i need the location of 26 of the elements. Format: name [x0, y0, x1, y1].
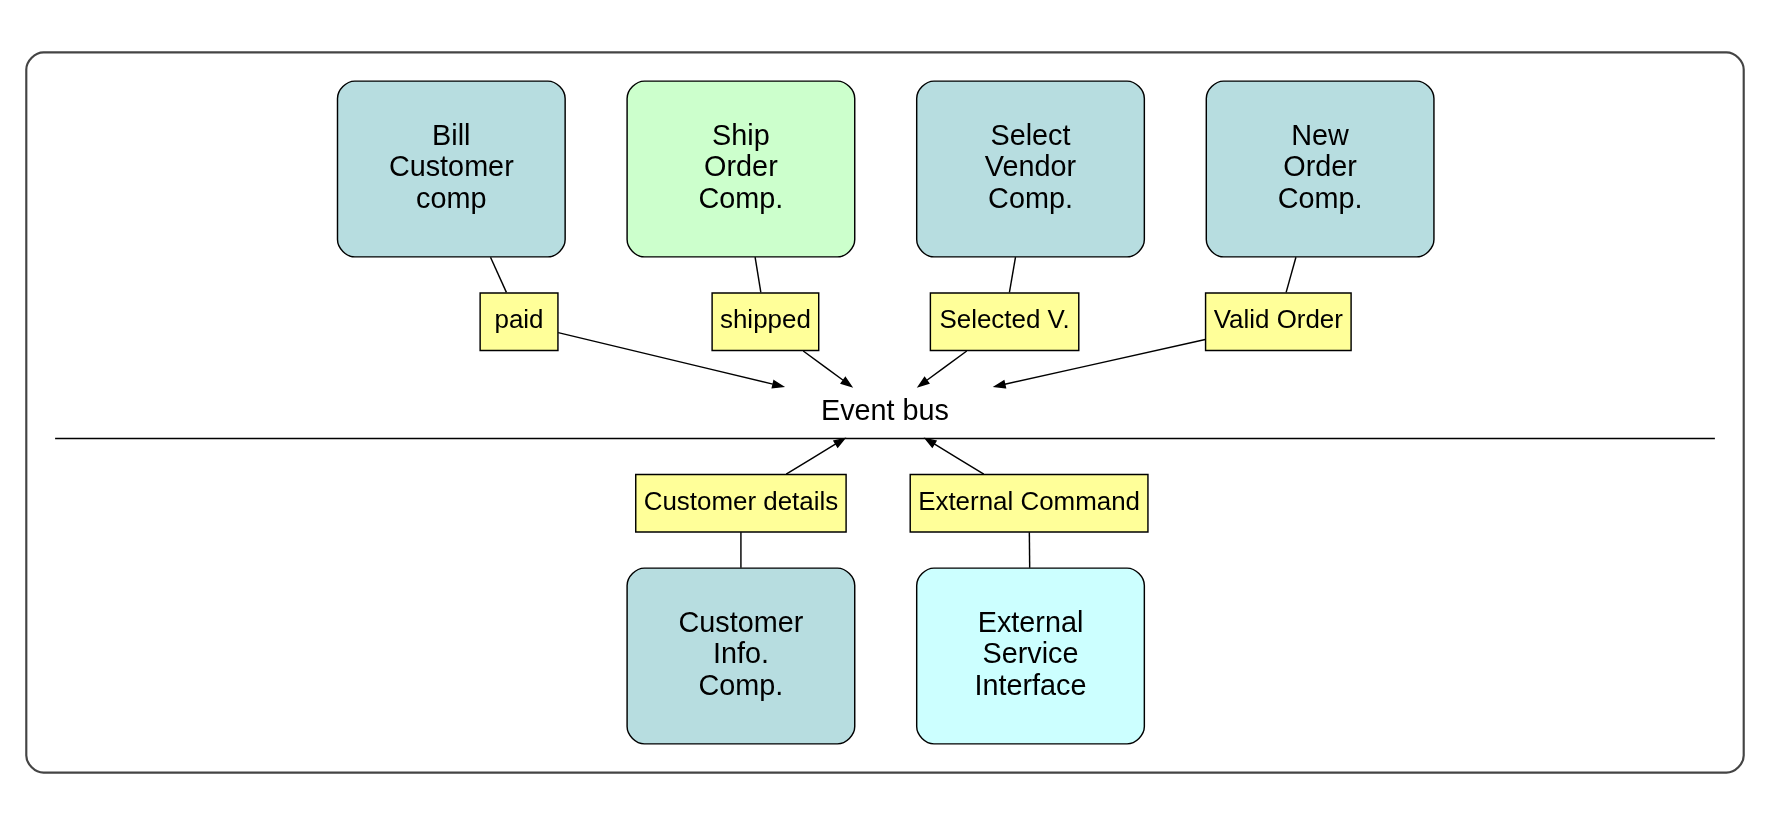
connector [739, 531, 742, 569]
arrow [785, 437, 846, 475]
arrow [916, 350, 967, 388]
node-box: shipped [710, 292, 819, 352]
node-text: Event bus [820, 393, 949, 426]
node-box: Bill Customer comp [336, 80, 566, 258]
node-box: External Service Interface [915, 567, 1145, 745]
arrow [992, 338, 1206, 389]
node-box: Valid Order [1204, 292, 1352, 352]
node-box: New Order Comp. [1205, 80, 1435, 258]
cluster [24, 51, 1745, 774]
node-box: Select Vendor Comp. [915, 80, 1145, 258]
arrow [802, 350, 853, 388]
connector [1284, 256, 1297, 294]
connector [753, 256, 762, 294]
connector [1008, 256, 1016, 294]
node-box: Customer Info. Comp. [625, 567, 855, 745]
node-box: paid [478, 292, 559, 352]
node-box: External Command [909, 473, 1149, 533]
arrow [557, 331, 785, 389]
node-box: Customer details [634, 473, 847, 533]
connector [1028, 531, 1030, 569]
node-box: Selected V. [929, 292, 1079, 352]
connector [489, 256, 507, 294]
node-box: Ship Order Comp. [625, 80, 855, 258]
arrow [923, 437, 984, 475]
